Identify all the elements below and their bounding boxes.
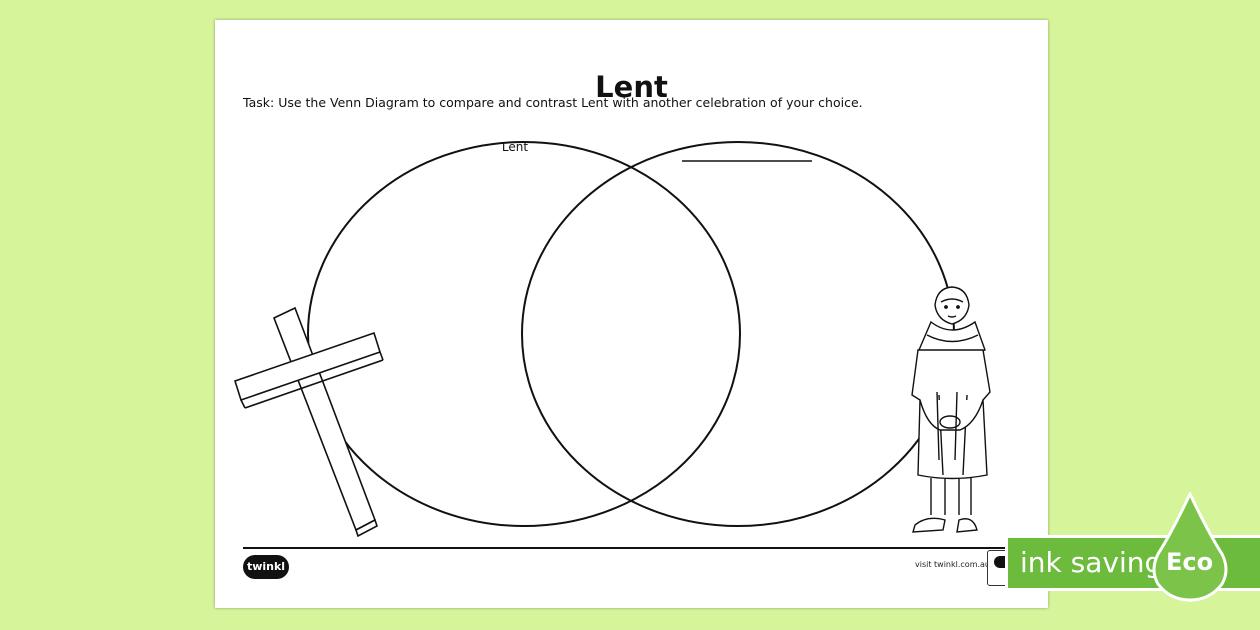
venn-diagram: Lent <box>234 140 991 538</box>
left-circle-label: Lent <box>502 140 528 154</box>
cross-illustration <box>234 306 384 538</box>
twinkl-logo: twinkl <box>243 555 289 579</box>
task-instruction: Task: Use the Venn Diagram to compare an… <box>243 95 863 110</box>
footer-url: visit twinkl.com.au <box>915 560 990 569</box>
ink-saving-label: ink saving <box>1020 546 1163 579</box>
monk-figure-illustration <box>911 286 991 533</box>
task-label: Task: <box>243 95 275 110</box>
page-title: Lent <box>595 70 668 104</box>
footer-divider <box>243 547 1023 549</box>
eco-label: Eco <box>1166 548 1214 576</box>
worksheet-page: Lent Task: Use the Venn Diagram to compa… <box>215 20 1048 608</box>
eco-drop-icon <box>1152 492 1228 602</box>
task-text: Use the Venn Diagram to compare and cont… <box>278 95 863 110</box>
venn-left-circle <box>307 141 741 527</box>
venn-right-circle <box>521 141 955 527</box>
